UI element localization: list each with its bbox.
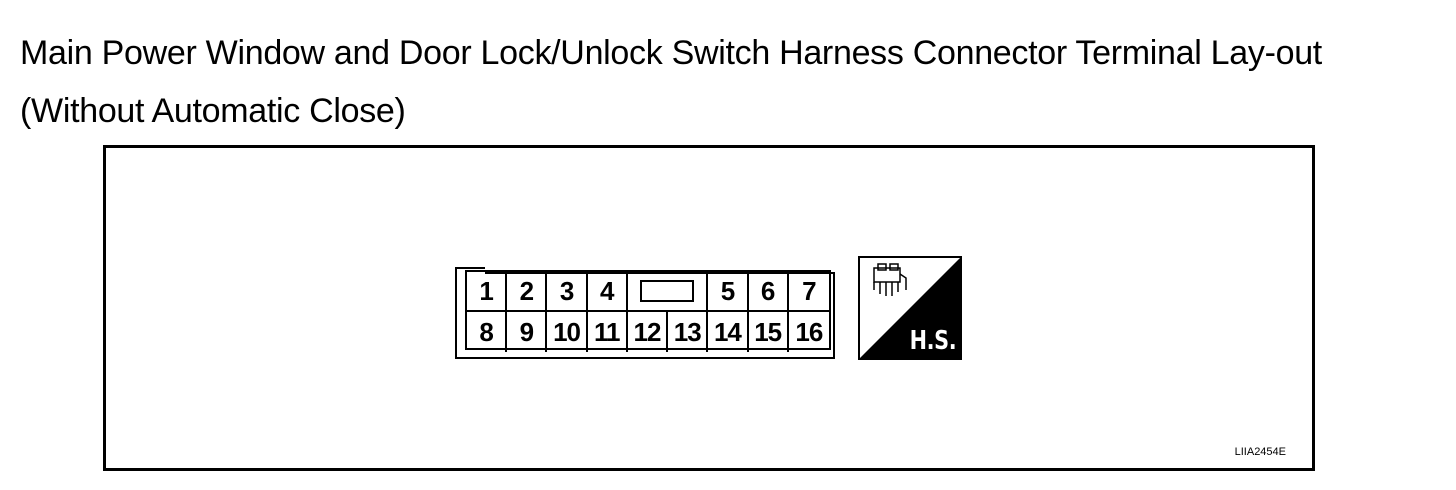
terminal-15: 15 — [749, 312, 789, 352]
connector-key-slot — [627, 272, 709, 312]
terminal-3: 3 — [547, 272, 588, 312]
harness-side-icon — [858, 256, 962, 360]
terminal-16: 16 — [795, 316, 823, 347]
terminal-6: 6 — [748, 272, 789, 312]
terminal-1: 1 — [467, 272, 508, 312]
terminal-13: 13 — [668, 312, 709, 352]
page-title: Main Power Window and Door Lock/Unlock S… — [20, 34, 1322, 130]
connector-outline — [455, 272, 835, 359]
terminal-10: 10 — [547, 312, 588, 352]
terminal-4: 4 — [587, 272, 628, 312]
terminal-2: 2 — [507, 272, 548, 312]
harness-side-badge: H.S. — [858, 256, 962, 360]
key-slot-icon — [640, 280, 695, 302]
terminal-5: 5 — [708, 272, 749, 312]
terminal-14: 14 — [708, 312, 749, 352]
terminal-12: 12 — [628, 312, 669, 352]
hs-label: H.S. — [909, 326, 956, 356]
connector-outline-top — [485, 272, 835, 274]
terminal-9: 9 — [507, 312, 548, 352]
terminal-grid: 1 2 3 4 5 6 7 8 9 10 11 12 13 14 15 16 — [465, 270, 831, 352]
terminal-7: 7 — [788, 272, 829, 312]
connector-lock-tab — [455, 267, 485, 272]
connector-face: 1 2 3 4 5 6 7 8 9 10 11 12 13 14 15 16 — [455, 267, 835, 359]
terminal-11: 11 — [588, 312, 628, 352]
figure-code: LIIA2454E — [1234, 446, 1286, 458]
diagram-frame: LIIA2454E — [103, 145, 1315, 471]
terminal-8: 8 — [467, 312, 508, 352]
